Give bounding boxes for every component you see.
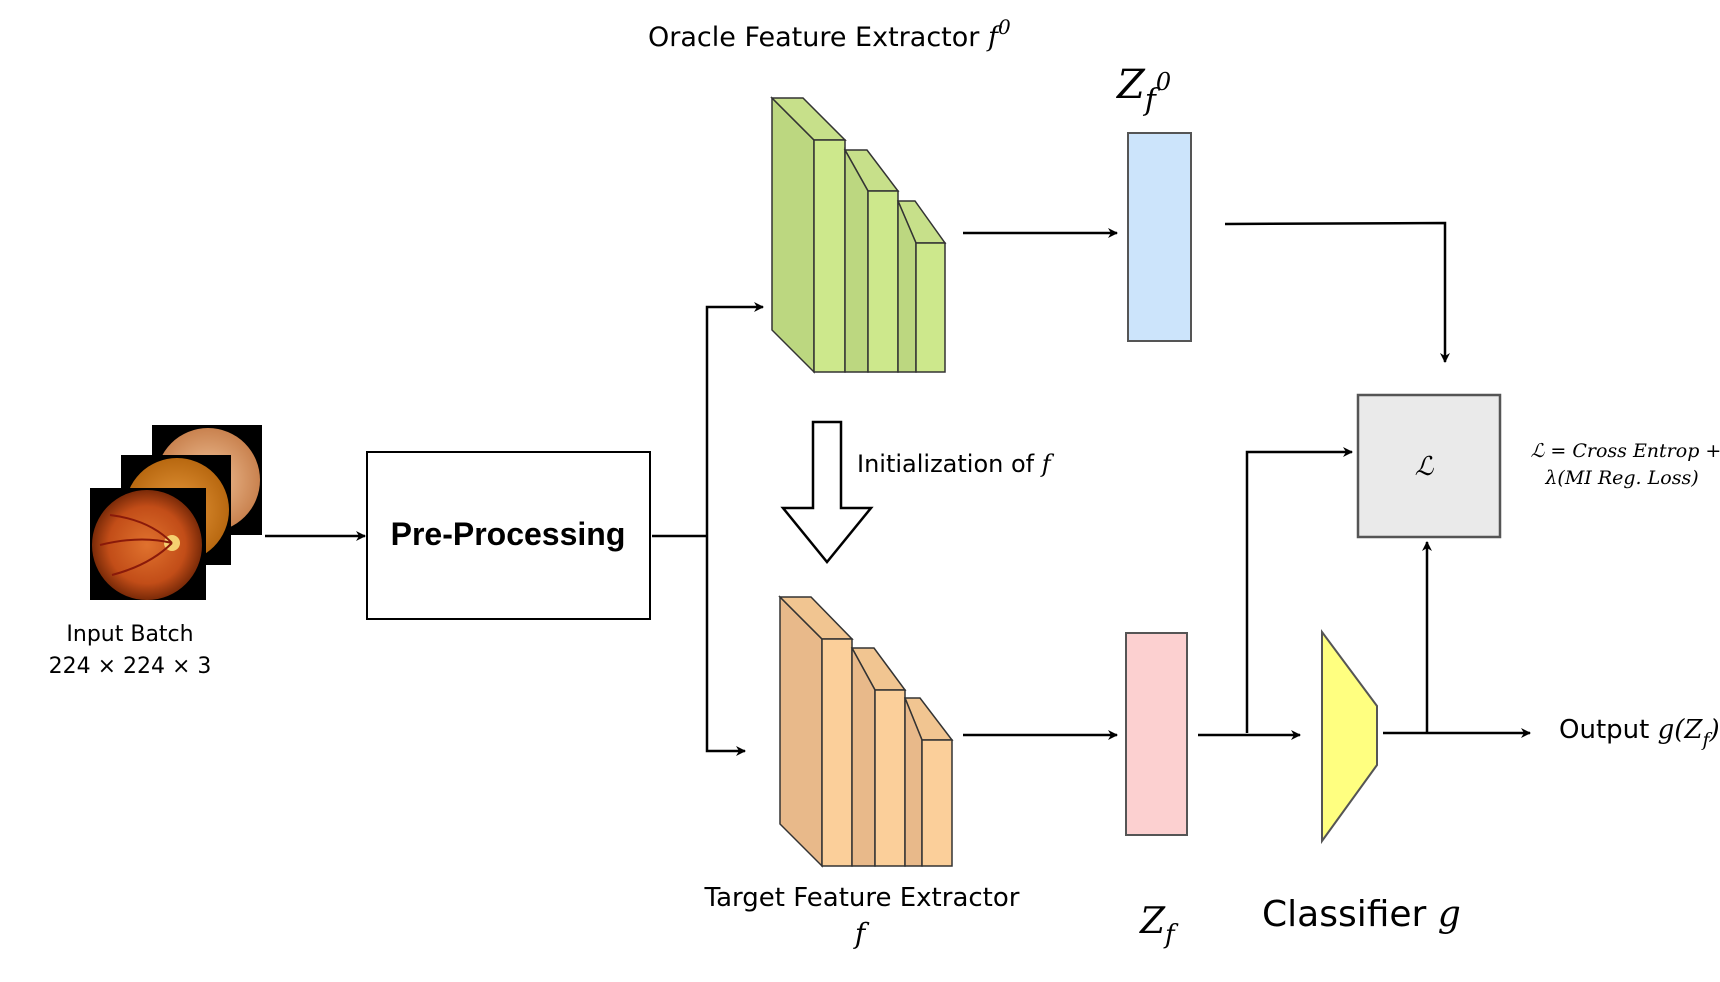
zf-label: Zf xyxy=(1139,901,1179,950)
arrow-to-oracle xyxy=(705,302,764,536)
oracle-embedding-zf0 xyxy=(1127,132,1192,342)
oracle-label: Oracle Feature Extractor f0 xyxy=(648,15,1011,53)
initialization-arrow xyxy=(780,420,874,564)
output-label: Output g(Zf) xyxy=(1559,715,1720,751)
loss-symbol: ℒ xyxy=(1415,452,1435,482)
target-layer-1 xyxy=(778,595,854,868)
arrow-zf0-to-loss xyxy=(1224,221,1450,363)
target-label-math: f xyxy=(853,917,870,950)
zf0-label: Zf0 xyxy=(1115,62,1171,118)
arrow-zf-to-loss xyxy=(1245,447,1353,733)
input-image-stack xyxy=(90,425,262,600)
target-layer-3 xyxy=(903,697,954,867)
classifier-block xyxy=(1321,628,1378,845)
target-embedding-zf xyxy=(1125,632,1188,836)
loss-equation-line2: λ(MI Reg. Loss) xyxy=(1544,467,1698,489)
loss-equation-line1: ℒ = Cross Entrop + xyxy=(1531,440,1720,462)
target-feature-extractor xyxy=(778,595,954,868)
input-batch-label: Input Batch xyxy=(66,622,193,647)
connector-arrows xyxy=(265,221,1531,756)
classifier-label: Classifier g xyxy=(1262,894,1461,935)
oracle-feature-extractor xyxy=(770,96,947,374)
loss-box xyxy=(1356,393,1502,539)
input-dims-label: 224 × 224 × 3 xyxy=(49,654,212,679)
preprocessing-box xyxy=(366,451,651,620)
target-layer-2 xyxy=(850,647,907,867)
preprocessing-label: Pre-Processing xyxy=(391,516,626,552)
initialization-label: Initialization of f xyxy=(857,450,1055,478)
fundus-image-front xyxy=(90,488,206,600)
target-label: Target Feature Extractor xyxy=(704,883,1020,913)
oracle-layer-1 xyxy=(770,96,847,374)
oracle-layer-3 xyxy=(896,200,947,373)
oracle-layer-2 xyxy=(843,147,900,373)
arrow-to-target xyxy=(705,536,746,756)
